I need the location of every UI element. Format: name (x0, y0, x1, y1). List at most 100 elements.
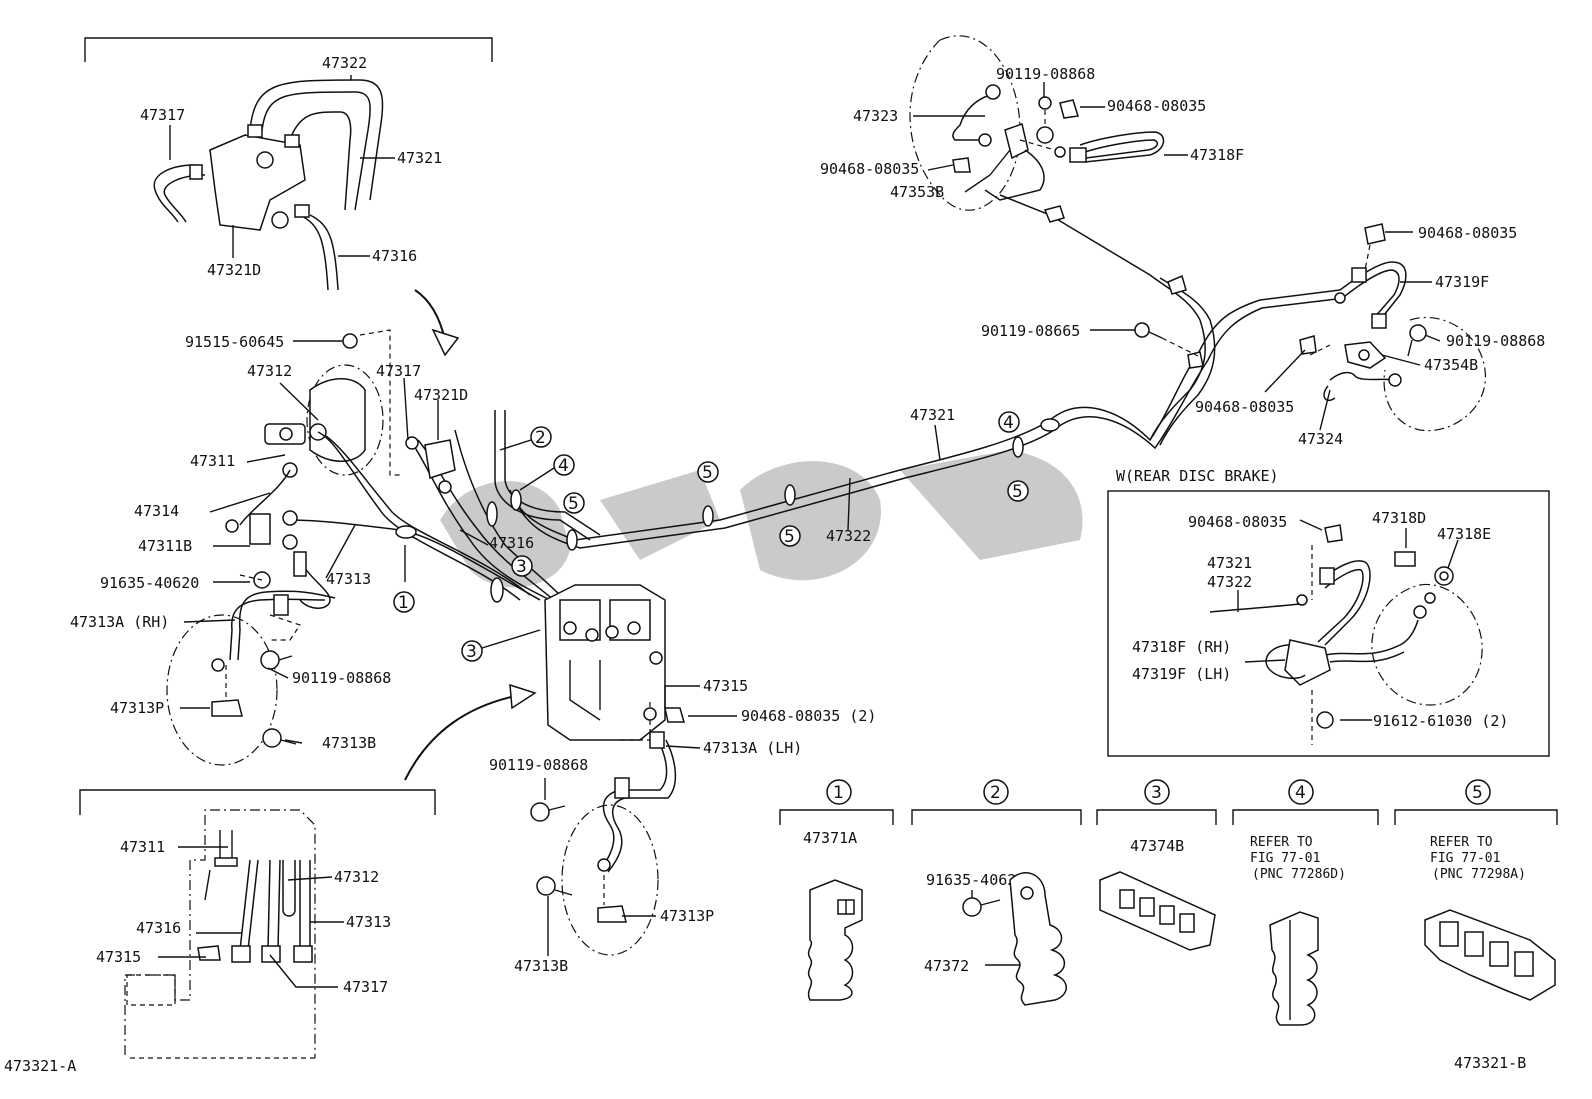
label-47322-mid: 47322 (826, 527, 871, 545)
svg-text:5: 5 (1472, 783, 1483, 803)
label-47313: 47313 (326, 570, 371, 588)
svg-text:3: 3 (516, 557, 527, 577)
svg-text:4: 4 (558, 456, 569, 476)
w-label-47321: 47321 (1207, 554, 1252, 572)
callout-5-tube-2: 5 (779, 525, 801, 547)
legend-bolt-91635-40620: 91635-40620 (926, 871, 1025, 889)
svg-text:2: 2 (990, 783, 1001, 803)
svg-text:1: 1 (398, 593, 409, 613)
label-47315-inset: 47315 (96, 948, 141, 966)
w-label-91612-61030: 91612-61030 (2) (1373, 712, 1508, 730)
label-47312: 47312 (247, 362, 292, 380)
label-47311B: 47311B (138, 537, 192, 555)
svg-text:2: 2 (535, 428, 546, 448)
label-47316-mid: 47316 (489, 534, 534, 552)
legend-callout-2: 2 (983, 779, 1009, 805)
label-47313P-left: 47313P (110, 699, 164, 717)
label-47354B: 47354B (1424, 356, 1478, 374)
legend-refer-4-line2: FIG 77-01 (1250, 851, 1320, 866)
label-47324: 47324 (1298, 430, 1343, 448)
label-47317-top: 47317 (140, 106, 185, 124)
label-90119-08868-left: 90119-08868 (292, 669, 391, 687)
label-47314: 47314 (134, 502, 179, 520)
legend-refer-4-line3: (PNC 77286D) (1252, 867, 1346, 882)
abs-actuator: 47315 90468-08035 (2) 47313A (LH) 90119-… (404, 584, 876, 975)
label-91635-40620-left: 91635-40620 (100, 574, 199, 592)
watermark-logo (440, 450, 1083, 588)
label-90119-08868-tr: 90119-08868 (996, 65, 1095, 83)
label-90468-08035-tr1: 90468-08035 (1107, 97, 1206, 115)
label-90119-08868-bot: 90119-08868 (489, 756, 588, 774)
legend-part-47371A: 47371A (803, 829, 857, 847)
w-label-47318F-rh: 47318F (RH) (1132, 638, 1231, 656)
rear-right-brake: 90119-08868 90468-08035 47323 47318F 904… (820, 35, 1244, 369)
callout-2-main: 2 (499, 426, 552, 451)
legend-callout-4: 4 (1288, 779, 1314, 805)
callout-5-main: 5 (563, 492, 585, 514)
callout-4-tube: 4 (998, 411, 1020, 433)
callout-5-tube-3: 5 (1007, 480, 1029, 502)
label-47313A-lh: 47313A (LH) (703, 739, 802, 757)
label-47315-mid: 47315 (703, 677, 748, 695)
legend-refer-5-line3: (PNC 77298A) (1432, 867, 1526, 882)
figure-id-b: 473321-B (1454, 1054, 1526, 1072)
label-90468-08035-r1: 90468-08035 (1418, 224, 1517, 242)
label-47313-inset: 47313 (346, 913, 391, 931)
label-47321-top: 47321 (397, 149, 442, 167)
legend-callout-5: 5 (1465, 779, 1491, 805)
clamp-legend: 1 47371A 2 91635-40620 47372 3 47374B (779, 779, 1558, 1072)
callout-3-lower: 3 (461, 629, 541, 662)
label-47312-inset: 47312 (334, 868, 379, 886)
label-91515-60645: 91515-60645 (185, 333, 284, 351)
label-90468-08035-2: 90468-08035 (2) (741, 707, 876, 725)
legend-refer-5-line2: FIG 77-01 (1430, 851, 1500, 866)
svg-text:4: 4 (1003, 413, 1014, 433)
legend-part-47372: 47372 (924, 957, 969, 975)
label-47319F: 47319F (1435, 273, 1489, 291)
label-47321D-mid: 47321D (414, 386, 468, 404)
legend-callout-1: 1 (826, 779, 852, 805)
label-47322-top: 47322 (322, 54, 367, 72)
diagram-callouts: 1 2 4 5 3 3 5 5 (393, 411, 1029, 662)
label-90119-08665: 90119-08665 (981, 322, 1080, 340)
svg-text:4: 4 (1295, 783, 1306, 803)
svg-text:3: 3 (466, 642, 477, 662)
callout-3-main: 3 (511, 555, 533, 577)
label-90119-08868-r: 90119-08868 (1446, 332, 1545, 350)
w-label-47318E: 47318E (1437, 525, 1491, 543)
callout-1-main: 1 (393, 591, 415, 613)
w-label-90468-08035: 90468-08035 (1188, 513, 1287, 531)
w-label-47318D: 47318D (1372, 509, 1426, 527)
label-47323: 47323 (853, 107, 898, 125)
legend-refer-5-line1: REFER TO (1430, 835, 1493, 850)
rear-brake-tubes: 47321 47322 (509, 194, 1346, 551)
legend-refer-4-line1: REFER TO (1250, 835, 1313, 850)
master-cylinder-area: 91515-60645 47312 47317 47321D 47311 473… (70, 329, 601, 766)
rear-left-brake: 90468-08035 47319F 90119-08868 47354B 90… (1195, 223, 1545, 448)
svg-text:5: 5 (702, 463, 713, 483)
label-47313A-rh: 47313A (RH) (70, 613, 169, 631)
svg-text:5: 5 (784, 527, 795, 547)
label-47316-top: 47316 (372, 247, 417, 265)
rear-disc-brake-title: W(REAR DISC BRAKE) (1116, 467, 1279, 485)
figure-id-a: 473321-A (4, 1057, 76, 1075)
svg-text:1: 1 (833, 783, 844, 803)
label-47311-inset: 47311 (120, 838, 165, 856)
label-47313B-bot: 47313B (514, 957, 568, 975)
w-label-47319F-lh: 47319F (LH) (1132, 665, 1231, 683)
label-47316-inset: 47316 (136, 919, 181, 937)
label-47317-mid: 47317 (376, 362, 421, 380)
label-90468-08035-r2: 90468-08035 (1195, 398, 1294, 416)
legend-callout-3: 3 (1144, 779, 1170, 805)
label-47313P-bot: 47313P (660, 907, 714, 925)
callout-4-main: 4 (519, 454, 575, 491)
svg-text:3: 3 (1151, 783, 1162, 803)
rear-disc-brake-inset: W(REAR DISC BRAKE) 90468-08035 47318D 47… (1107, 467, 1550, 757)
label-47321-mid: 47321 (910, 406, 955, 424)
label-47353B: 47353B (890, 183, 944, 201)
label-47311: 47311 (190, 452, 235, 470)
actuator-port-inset: 47311 47312 47313 47316 47315 47317 4733… (4, 789, 436, 1075)
upper-pipe-assembly: 47322 47317 47321 47321D 47316 (84, 37, 493, 357)
